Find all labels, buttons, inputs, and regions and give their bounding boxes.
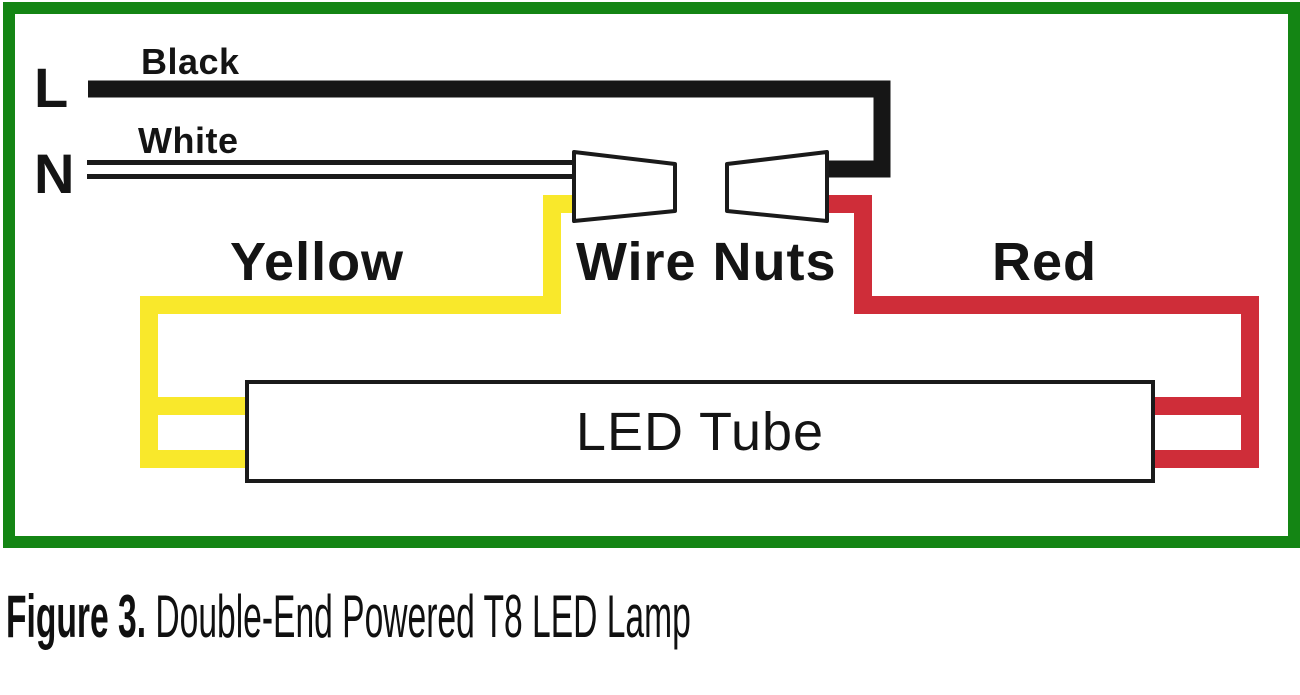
wire-nuts-label: Wire Nuts xyxy=(576,232,837,292)
neutral-terminal-label: N xyxy=(34,142,75,205)
figure-caption-number: Figure 3. xyxy=(6,583,147,650)
led-tube-box xyxy=(245,380,1155,483)
led-tube-label: LED Tube xyxy=(575,401,825,462)
red-wire xyxy=(827,195,1259,468)
yellow-wire xyxy=(140,195,574,468)
white-wire-label: White xyxy=(138,120,239,161)
diagram-border-box xyxy=(3,2,1300,548)
black-wire-label: Black xyxy=(141,41,240,82)
figure-caption-text: Double-End Powered T8 LED Lamp xyxy=(146,583,691,650)
black-wire xyxy=(88,80,891,178)
right-wire-nut xyxy=(725,150,829,223)
figure-caption: Figure 3. Double-End Powered T8 LED Lamp xyxy=(6,582,691,651)
left-wire-nut xyxy=(572,150,677,223)
line-terminal-label: L xyxy=(34,56,69,119)
wiring-svg xyxy=(87,80,1259,483)
yellow-wire-label: Yellow xyxy=(230,232,405,292)
red-wire-label: Red xyxy=(992,232,1098,292)
